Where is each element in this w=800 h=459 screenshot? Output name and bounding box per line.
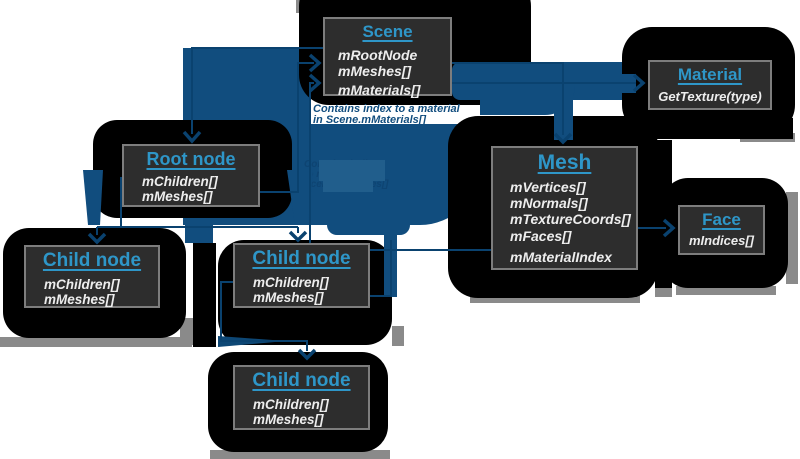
material-box: Material GetTexture(type) [648, 60, 772, 110]
black-bar [193, 243, 216, 347]
mesh-fields: mVertices[] mNormals[] mTextureCoords[] … [510, 179, 636, 265]
child-node-bottom-box: Child node mChildren[] mMeshes[] [233, 365, 370, 430]
fringe-child-left-bottom [0, 337, 192, 347]
fringe-mesh-bottom [470, 294, 640, 303]
scene-fields: mRootNode mMeshes[] mMaterials[] [338, 47, 450, 98]
root-node-title: Root node [146, 149, 236, 169]
field-mchildren: mChildren[] [253, 275, 329, 290]
field-mmeshes: mMeshes[] [253, 289, 324, 305]
root-node-fields: mChildren[] mMeshes[] [142, 174, 258, 204]
face-fields: mIndices[] [680, 233, 763, 248]
mesh-title: Mesh [537, 151, 592, 174]
field-mmeshes: mMeshes[] [142, 189, 213, 204]
child-node-middle-box: Child node mChildren[] mMeshes[] [233, 243, 370, 308]
child-node-fields: mChildren[] mMeshes[] [253, 397, 368, 427]
fringe-child-mid-right [392, 326, 404, 346]
root-node-box: Root node mChildren[] mMeshes[] [122, 144, 260, 207]
field-mmeshes: mMeshes[] [253, 411, 324, 427]
field-mmeshes: mMeshes[] [338, 63, 412, 79]
child-node-title: Child node [252, 248, 351, 269]
annotation-line: in Scene.mMaterials[] [313, 114, 427, 126]
blue-column-elbow [384, 235, 397, 297]
fringe-bar-base [180, 318, 196, 345]
field-mmaterialindex: mMaterialIndex [510, 249, 612, 265]
field-mrootnode: mRootNode [338, 47, 418, 63]
blue-blob-under-scene-2 [327, 215, 410, 235]
field-mfaces: mFaces[] [510, 228, 572, 244]
scene-title: Scene [362, 22, 413, 41]
scene-box: Scene mRootNode mMeshes[] mMaterials[] [323, 17, 452, 98]
child-node-title: Child node [252, 370, 351, 391]
child-node-title: Child node [42, 250, 142, 271]
fringe-face-right [786, 192, 798, 284]
highlight-rect [323, 181, 373, 192]
material-title: Material [677, 65, 743, 84]
annotation-material-index: Contains index to a material in Scene.mM… [313, 104, 483, 126]
child-node-fields: mChildren[] mMeshes[] [253, 275, 368, 305]
arrowhead-down-child-mid [288, 230, 308, 243]
field-mchildren: mChildren[] [253, 397, 329, 412]
field-mindices: mIndices[] [688, 233, 754, 248]
field-mvertices: mVertices[] [510, 179, 586, 195]
field-mnormals: mNormals[] [510, 195, 588, 211]
field-mchildren: mChildren[] [142, 174, 218, 189]
fringe-face-bottom [676, 286, 776, 295]
blue-stub-into-mesh [554, 88, 573, 140]
blue-cap-bar [185, 225, 213, 243]
mesh-box: Mesh mVertices[] mNormals[] mTextureCoor… [491, 146, 638, 270]
field-mmaterials: mMaterials[] [338, 82, 421, 98]
blue-stub-into-material [616, 74, 636, 93]
field-mchildren: mChildren[] [44, 277, 120, 292]
face-title: Face [702, 210, 741, 229]
child-node-fields: mChildren[] mMeshes[] [44, 277, 158, 307]
face-box: Face mIndices[] [678, 205, 765, 255]
material-fields: GetTexture(type) [650, 89, 770, 104]
field-mmeshes: mMeshes[] [44, 291, 115, 307]
child-node-left-box: Child node mChildren[] mMeshes[] [24, 245, 160, 308]
fringe-child-bottom-bottom [210, 450, 390, 459]
field-gettexture: GetTexture(type) [658, 89, 762, 104]
field-mtexturecoords: mTextureCoords[] [510, 211, 631, 227]
highlight-rect [319, 160, 385, 181]
